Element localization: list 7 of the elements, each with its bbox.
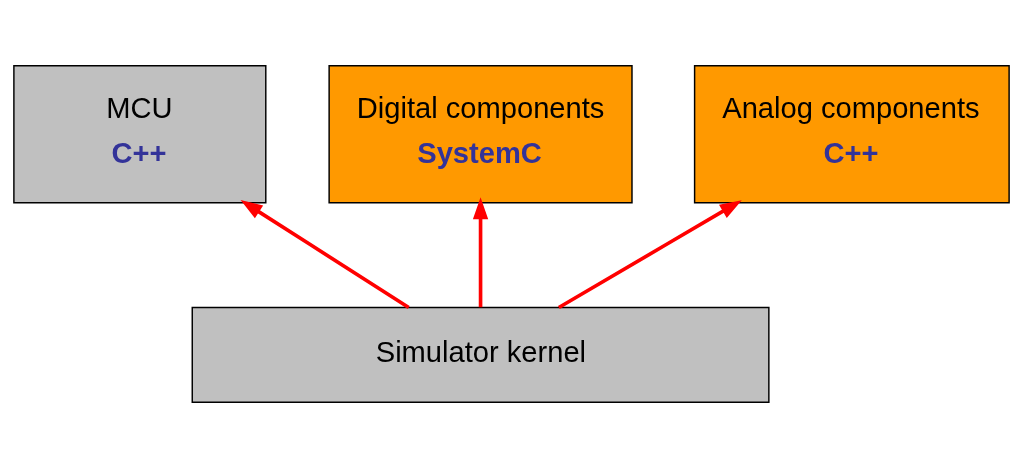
- arrow: [557, 200, 742, 310]
- arrow: [240, 200, 410, 310]
- node-box: Analog components C++: [693, 65, 1010, 204]
- node-box: Digital components SystemC: [328, 65, 633, 204]
- arrow: [472, 197, 489, 308]
- node-box: Simulator kernel: [191, 306, 770, 403]
- node-box: MCU C++: [13, 65, 267, 204]
